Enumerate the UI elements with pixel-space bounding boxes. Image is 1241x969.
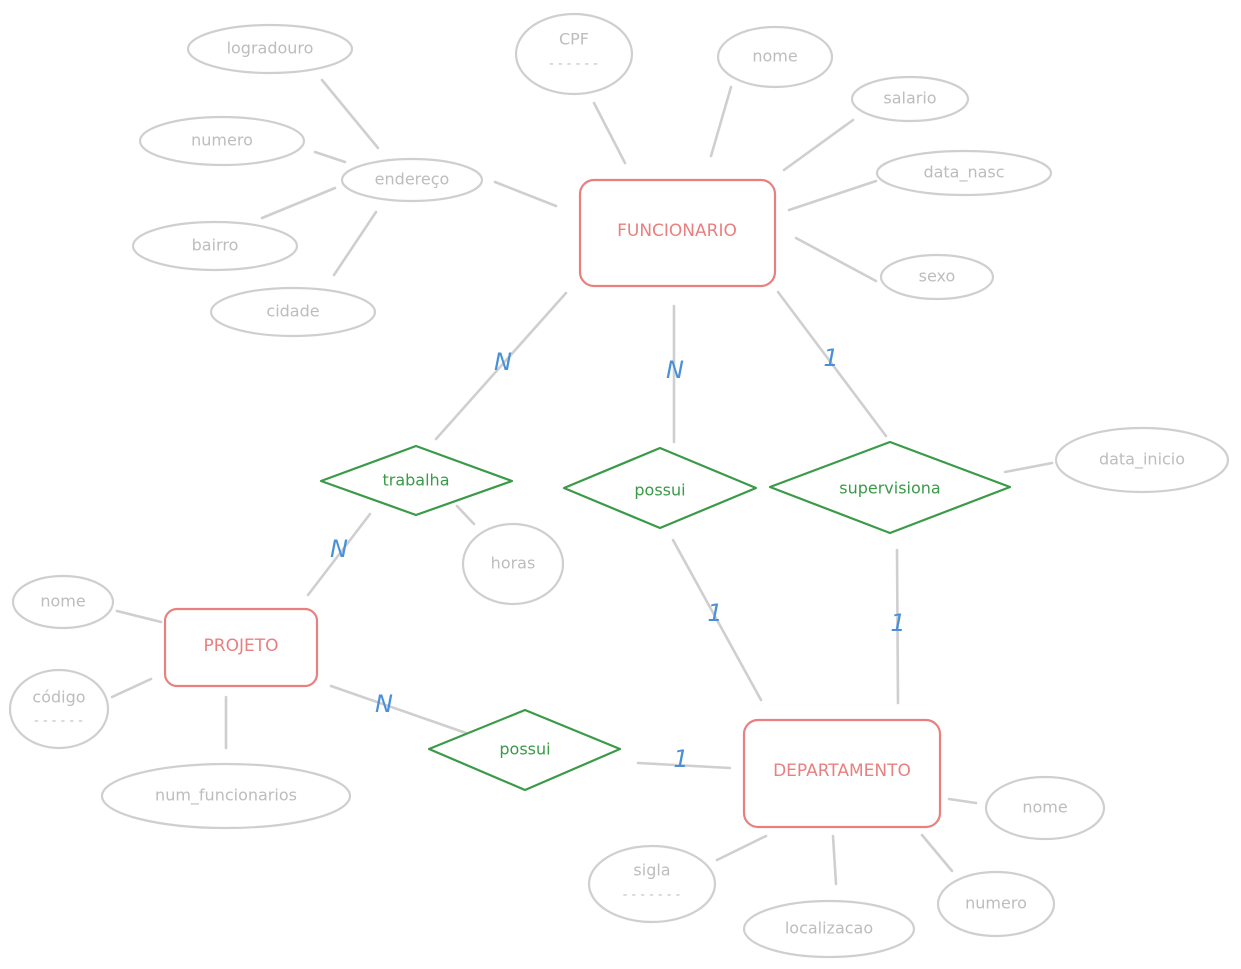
svg-text:nome: nome [1022,798,1067,817]
attribute-numero-departamento: numero [936,870,1056,938]
relationship-supervisiona: supervisiona [768,440,1012,535]
svg-text:sigla: sigla [633,861,670,880]
svg-text:salario: salario [883,89,936,108]
cardinality-labels: N N N 1 1 1 N 1 [330,344,906,773]
svg-text:FUNCIONARIO: FUNCIONARIO [617,221,737,241]
attribute-logradouro: logradouro [186,23,354,75]
svg-text:nome: nome [40,592,85,611]
attribute-data-inicio: data_inicio [1054,426,1230,494]
svg-text:PROJETO: PROJETO [204,636,279,656]
svg-text:trabalha: trabalha [382,471,449,490]
svg-text:------: ------ [548,57,601,72]
attribute-salario: salario [850,75,970,123]
entity-departamento: DEPARTAMENTO [742,718,942,829]
attribute-num-funcionarios: num_funcionarios [100,762,352,830]
cardinality-projeto-possui: N [375,690,393,718]
svg-text:DEPARTAMENTO: DEPARTAMENTO [773,761,911,781]
svg-text:-------: ------- [621,888,683,903]
svg-text:logradouro: logradouro [227,39,314,58]
relationship-possui-projeto: possui [427,708,622,792]
svg-text:possui: possui [634,481,685,500]
svg-text:horas: horas [491,554,536,573]
cardinality-funcionario-trabalha: N [494,348,512,376]
attribute-bairro: bairro [131,220,299,272]
svg-text:data_inicio: data_inicio [1099,450,1185,470]
attribute-horas: horas [461,522,565,606]
attribute-cidade: cidade [209,286,377,338]
attribute-codigo: código ------ [8,668,110,750]
relationship-trabalha: trabalha [319,444,514,517]
attribute-nome-projeto: nome [11,574,115,630]
connector-lines [110,78,1054,886]
attribute-cpf: CPF ------ [514,12,634,96]
svg-text:data_nasc: data_nasc [923,163,1004,183]
attribute-data-nasc: data_nasc [875,149,1053,197]
attribute-numero-endereco: numero [138,115,306,167]
cardinality-funcionario-supervisiona: 1 [823,344,838,372]
svg-text:nome: nome [752,47,797,66]
svg-text:sexo: sexo [919,267,956,286]
attribute-localizacao: localizacao [742,899,916,959]
svg-text:num_funcionarios: num_funcionarios [155,786,297,806]
cardinality-funcionario-possui: N [666,356,684,384]
svg-text:possui: possui [499,740,550,759]
svg-text:numero: numero [191,131,253,150]
attribute-nome-funcionario: nome [716,25,834,89]
attribute-sexo: sexo [879,253,995,301]
attribute-sigla: sigla ------- [587,844,717,924]
attribute-nome-departamento: nome [984,775,1106,841]
svg-text:numero: numero [965,894,1027,913]
cardinality-projeto-trabalha: N [330,535,348,563]
svg-text:localizacao: localizacao [785,919,873,938]
entity-projeto: PROJETO [163,607,319,688]
cardinality-departamento-possui: 1 [707,599,722,627]
svg-text:CPF: CPF [559,30,589,49]
relationship-possui-funcionario: possui [562,446,758,530]
svg-text:------: ------ [33,714,86,729]
svg-text:cidade: cidade [266,302,319,321]
attribute-endereco: endereço [340,157,484,203]
cardinality-departamento-supervisiona: 1 [890,609,905,637]
cardinality-departamento-possui-projeto: 1 [673,745,688,773]
svg-text:bairro: bairro [192,236,239,255]
svg-text:endereço: endereço [375,170,450,189]
svg-text:código: código [32,688,85,707]
svg-text:supervisiona: supervisiona [839,479,940,498]
entity-funcionario: FUNCIONARIO [578,178,777,288]
